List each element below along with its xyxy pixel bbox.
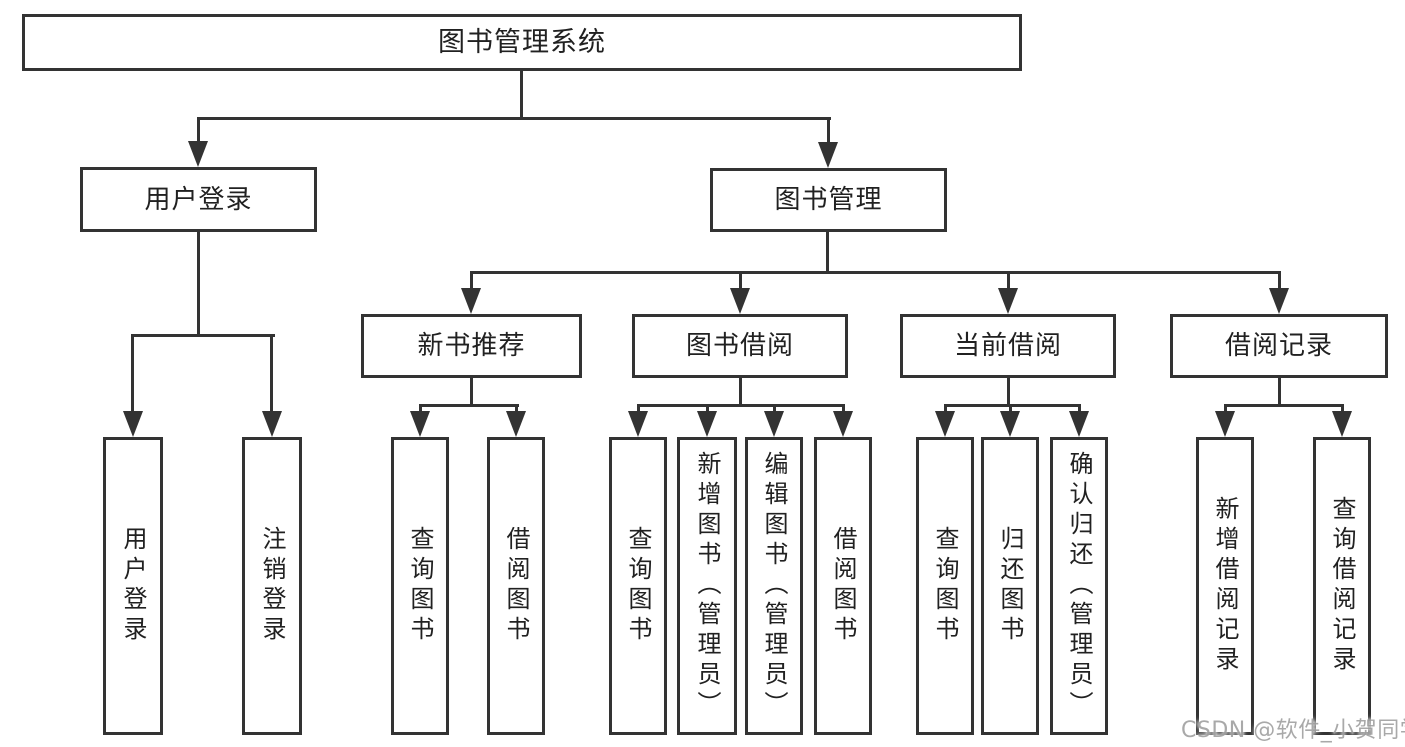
connector-line <box>637 404 640 414</box>
csdn-watermark: CSDN @软件_小贺同学 <box>1181 718 1405 743</box>
connector-line <box>739 271 742 291</box>
leaf-borrow-add-books-admin: 新增图书（管理员） <box>677 437 737 735</box>
connector-line <box>706 404 709 414</box>
connector-line <box>1224 404 1227 414</box>
arrow-down-icon <box>833 411 853 437</box>
leaf-records-add-record: 新增借阅记录 <box>1196 437 1254 735</box>
arrow-down-icon <box>697 411 717 437</box>
connector-line <box>1278 378 1281 407</box>
node-new-book-recommend: 新书推荐 <box>361 314 582 378</box>
arrow-down-icon <box>1215 411 1235 437</box>
arrow-down-icon <box>730 288 750 314</box>
arrow-down-icon <box>1269 288 1289 314</box>
node-root: 图书管理系统 <box>22 14 1022 71</box>
leaf-borrow-edit-books-admin: 编辑图书（管理员） <box>745 437 803 735</box>
connector-line <box>637 404 845 407</box>
connector-line <box>520 68 523 120</box>
connector-line <box>1224 404 1344 407</box>
connector-line <box>515 404 518 414</box>
connector-line <box>826 232 829 274</box>
connector-line <box>827 117 830 145</box>
arrow-down-icon <box>461 288 481 314</box>
leaf-borrow-query-books: 查询图书 <box>609 437 667 735</box>
connector-line <box>1007 378 1010 407</box>
connector-line <box>419 404 422 414</box>
node-borrow-records: 借阅记录 <box>1170 314 1388 378</box>
arrow-down-icon <box>506 411 526 437</box>
leaf-logout: 注销登录 <box>242 437 302 735</box>
connector-line <box>944 404 1081 407</box>
connector-line <box>944 404 947 414</box>
connector-line <box>197 117 831 120</box>
arrow-down-icon <box>998 288 1018 314</box>
leaf-current-return-books: 归还图书 <box>981 437 1039 735</box>
leaf-recommend-borrow-books: 借阅图书 <box>487 437 545 735</box>
node-current-borrow: 当前借阅 <box>900 314 1116 378</box>
connector-line <box>739 378 742 407</box>
connector-line <box>1278 271 1281 291</box>
arrow-down-icon <box>1332 411 1352 437</box>
connector-line <box>197 117 200 145</box>
connector-line <box>131 334 134 414</box>
leaf-records-query-record: 查询借阅记录 <box>1313 437 1371 735</box>
node-user-login: 用户登录 <box>80 167 317 232</box>
connector-line <box>470 271 1281 274</box>
connector-line <box>842 404 845 414</box>
arrow-down-icon <box>262 411 282 437</box>
leaf-borrow-borrow-books: 借阅图书 <box>814 437 872 735</box>
node-book-borrow: 图书借阅 <box>632 314 848 378</box>
connector-line <box>419 404 519 407</box>
connector-line <box>1078 404 1081 414</box>
connector-line <box>270 334 273 414</box>
arrow-down-icon <box>410 411 430 437</box>
leaf-current-confirm-return-admin: 确认归还（管理员） <box>1050 437 1108 735</box>
connector-line <box>773 404 776 414</box>
leaf-recommend-query-books: 查询图书 <box>391 437 449 735</box>
arrow-down-icon <box>188 141 208 167</box>
leaf-user-login: 用户登录 <box>103 437 163 735</box>
node-book-management: 图书管理 <box>710 168 947 232</box>
arrow-down-icon <box>935 411 955 437</box>
connector-line <box>1007 271 1010 291</box>
leaf-current-query-books: 查询图书 <box>916 437 974 735</box>
connector-line <box>1009 404 1012 414</box>
arrow-down-icon <box>1069 411 1089 437</box>
arrow-down-icon <box>628 411 648 437</box>
arrow-down-icon <box>123 411 143 437</box>
connector-line <box>1341 404 1344 414</box>
connector-line <box>131 334 275 337</box>
arrow-down-icon <box>818 142 838 168</box>
connector-line <box>470 378 473 407</box>
arrow-down-icon <box>764 411 784 437</box>
connector-line <box>197 232 200 337</box>
arrow-down-icon <box>1000 411 1020 437</box>
connector-line <box>470 271 473 291</box>
